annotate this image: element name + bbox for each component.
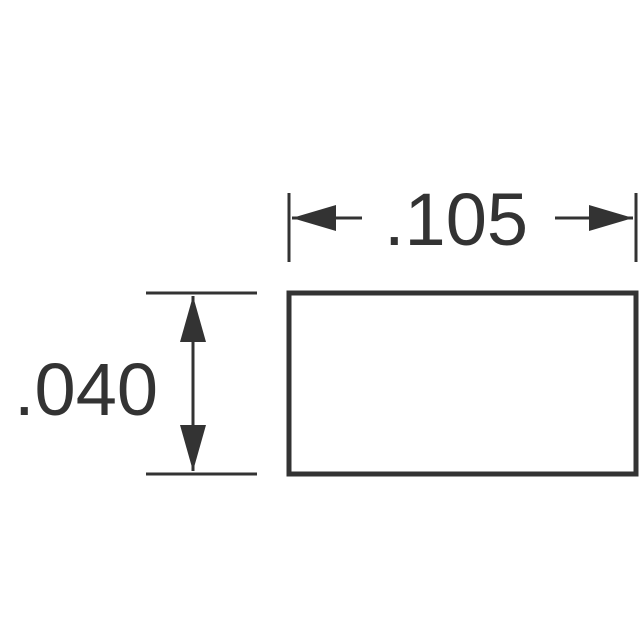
height-dimension-label: .040	[14, 348, 158, 431]
width-arrow-right	[589, 205, 633, 231]
height-arrow-bottom	[180, 425, 206, 471]
width-arrow-left	[292, 205, 336, 231]
width-dimension-label: .105	[384, 178, 528, 261]
height-arrow-top	[180, 296, 206, 342]
component-outline	[286, 290, 639, 477]
